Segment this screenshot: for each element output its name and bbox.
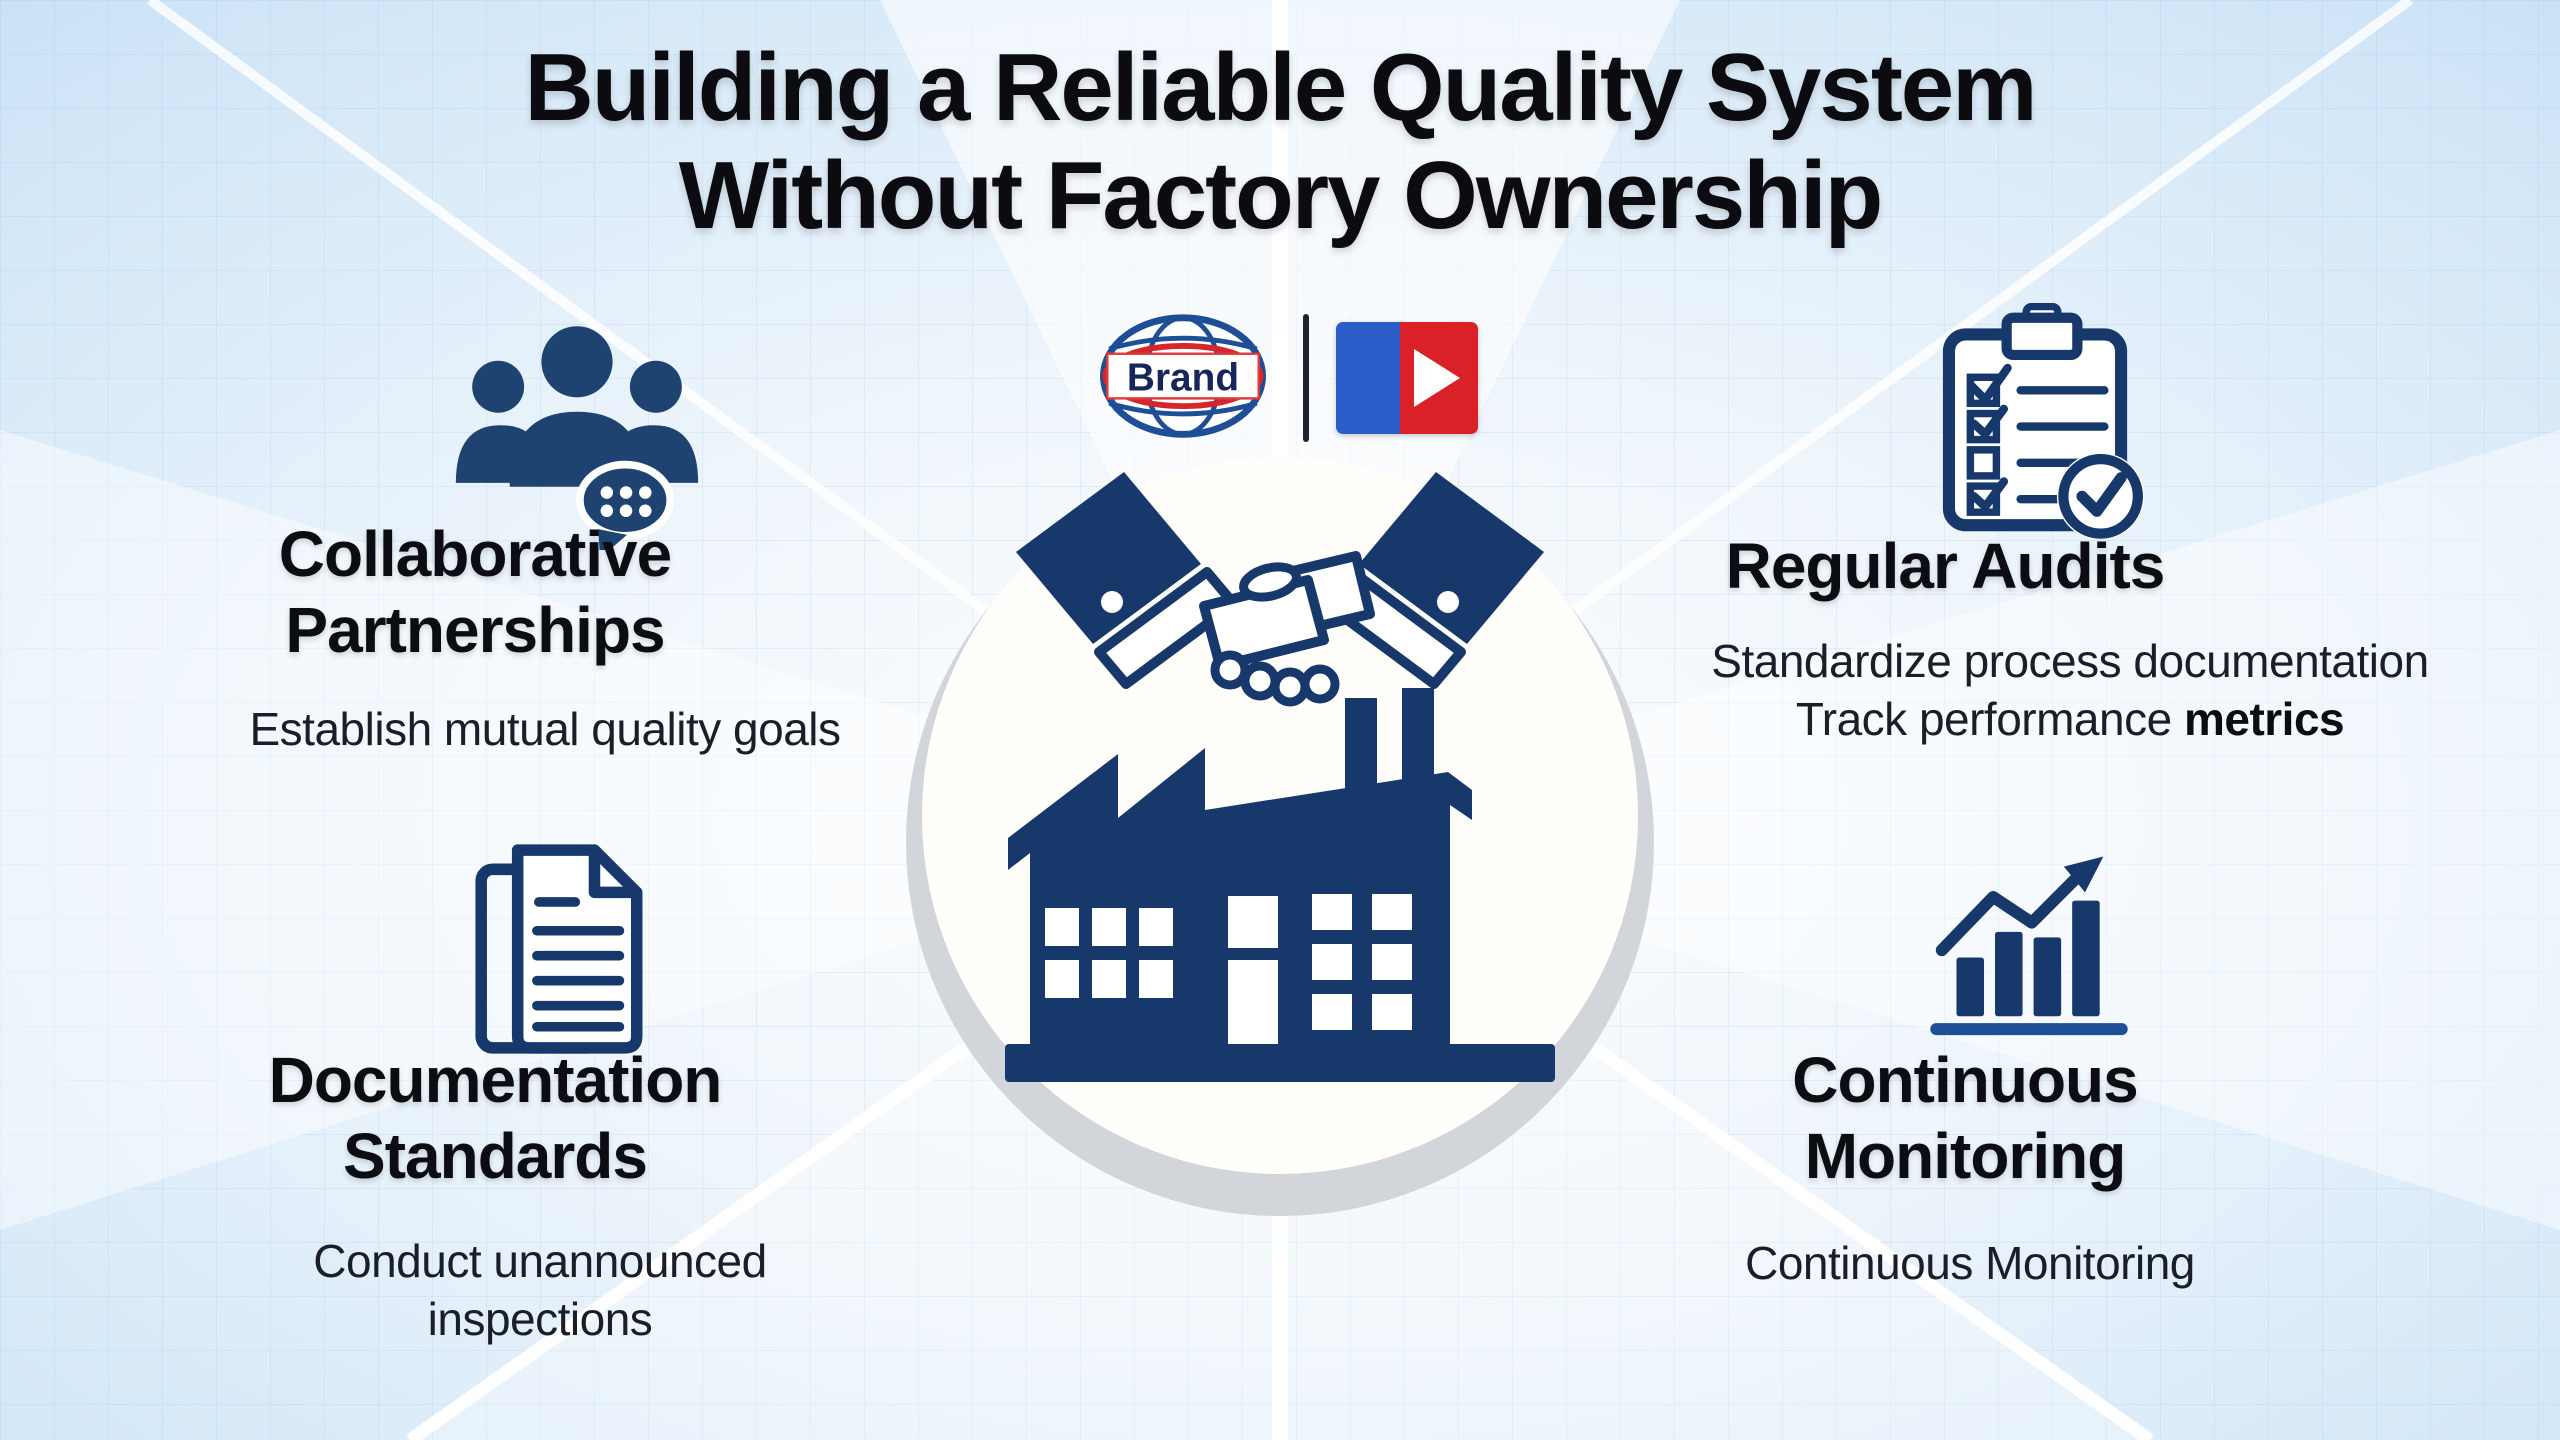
heading-br-line1: Continuous: [1792, 1044, 2138, 1116]
heading-bl-line1: Documentation: [268, 1044, 723, 1116]
bar-chart-growth-icon: [1930, 856, 2128, 1036]
people-chat-icon: [455, 326, 699, 550]
heading-regular-audits: Regular Audits: [1725, 530, 2166, 602]
play-logo-blue-half: [1336, 322, 1400, 434]
description-tr-line1: Standardize process documentation: [1711, 635, 2429, 687]
description-documentation-standards: Conduct unannounced inspections: [140, 1232, 940, 1348]
clipboard-checklist-icon: [1942, 303, 2145, 539]
description-tr-line2-text: Track performance: [1795, 693, 2184, 745]
documents-icon: [475, 844, 643, 1054]
description-collaborative-partnerships: Establish mutual quality goals: [249, 703, 842, 755]
play-logo-red-half: [1399, 322, 1478, 434]
globe-brand-logo: Brand: [1100, 314, 1266, 438]
description-regular-audits: Standardize process documentation Track …: [1630, 632, 2510, 748]
handshake-icon: [1016, 472, 1544, 707]
heading-bl-line2: Standards: [343, 1120, 648, 1192]
page-title: Building a Reliable Quality System Witho…: [0, 34, 2560, 250]
description-tr-line2-bold: metrics: [2183, 693, 2345, 745]
heading-br-line2: Monitoring: [1804, 1120, 2127, 1192]
description-tr-line2: Track performance metrics: [1630, 690, 2510, 748]
description-bl-line2: inspections: [427, 1293, 653, 1345]
heading-tl-line2: Partnerships: [285, 594, 665, 666]
brand-logo-text: Brand: [1127, 357, 1239, 400]
description-continuous-monitoring: Continuous Monitoring: [1745, 1237, 2195, 1289]
page-title-line1: Building a Reliable Quality System: [524, 34, 2037, 141]
heading-tl-line1: Collaborative: [278, 518, 672, 590]
play-logo: [1336, 322, 1478, 434]
heading-continuous-monitoring: Continuous Monitoring: [1565, 1042, 2365, 1194]
heading-documentation-standards: Documentation Standards: [95, 1042, 895, 1194]
logo-divider: [1303, 314, 1309, 442]
factory-icon: [1005, 688, 1555, 1082]
play-icon: [1413, 349, 1460, 407]
page-title-line2: Without Factory Ownership: [678, 142, 1884, 249]
heading-collaborative-partnerships: Collaborative Partnerships: [75, 516, 875, 668]
description-bl-line1: Conduct unannounced: [313, 1235, 767, 1287]
